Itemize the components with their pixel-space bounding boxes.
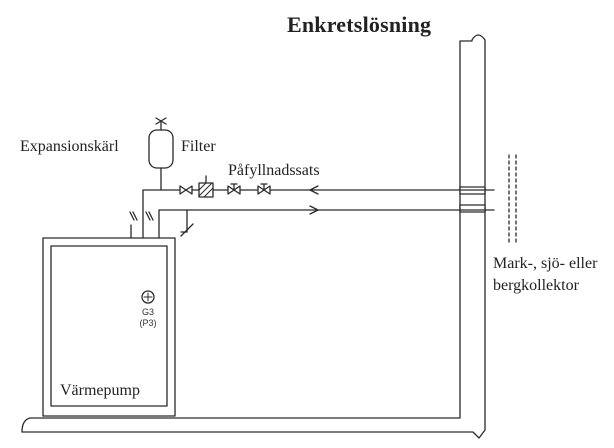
pump-id-label: G3 <box>141 307 154 317</box>
expansion-tank-icon <box>148 129 174 169</box>
drain-valve-icon <box>180 223 194 237</box>
flow-arrow-icon <box>309 205 319 215</box>
valve-icon <box>179 185 193 195</box>
pipe-supply <box>142 189 495 239</box>
tank-valve-icon <box>155 117 167 131</box>
diagram-title: Enkretslösning <box>287 12 432 37</box>
filter-label: Filter <box>181 138 216 155</box>
sensor-icon <box>145 211 154 221</box>
wall-sleeve-lower <box>459 204 486 213</box>
house-wall <box>21 34 486 439</box>
fill-kit-label: Påfyllnadssats <box>228 162 320 179</box>
flow-arrow-icon <box>309 185 319 195</box>
heat-pump-inner <box>50 245 168 407</box>
expansion-tank-label: Expansionskärl <box>20 138 119 155</box>
collector-label-line2: bergkollektor <box>493 277 579 294</box>
pump-id-alt-label: (P3) <box>139 318 157 328</box>
heat-pump-label: Värmepump <box>60 382 140 399</box>
sensor-icon <box>129 211 138 221</box>
collector-label-line1: Mark-, sjö- eller <box>493 255 598 272</box>
heat-pump-cabinet <box>42 237 176 417</box>
pipe-return <box>158 209 495 239</box>
